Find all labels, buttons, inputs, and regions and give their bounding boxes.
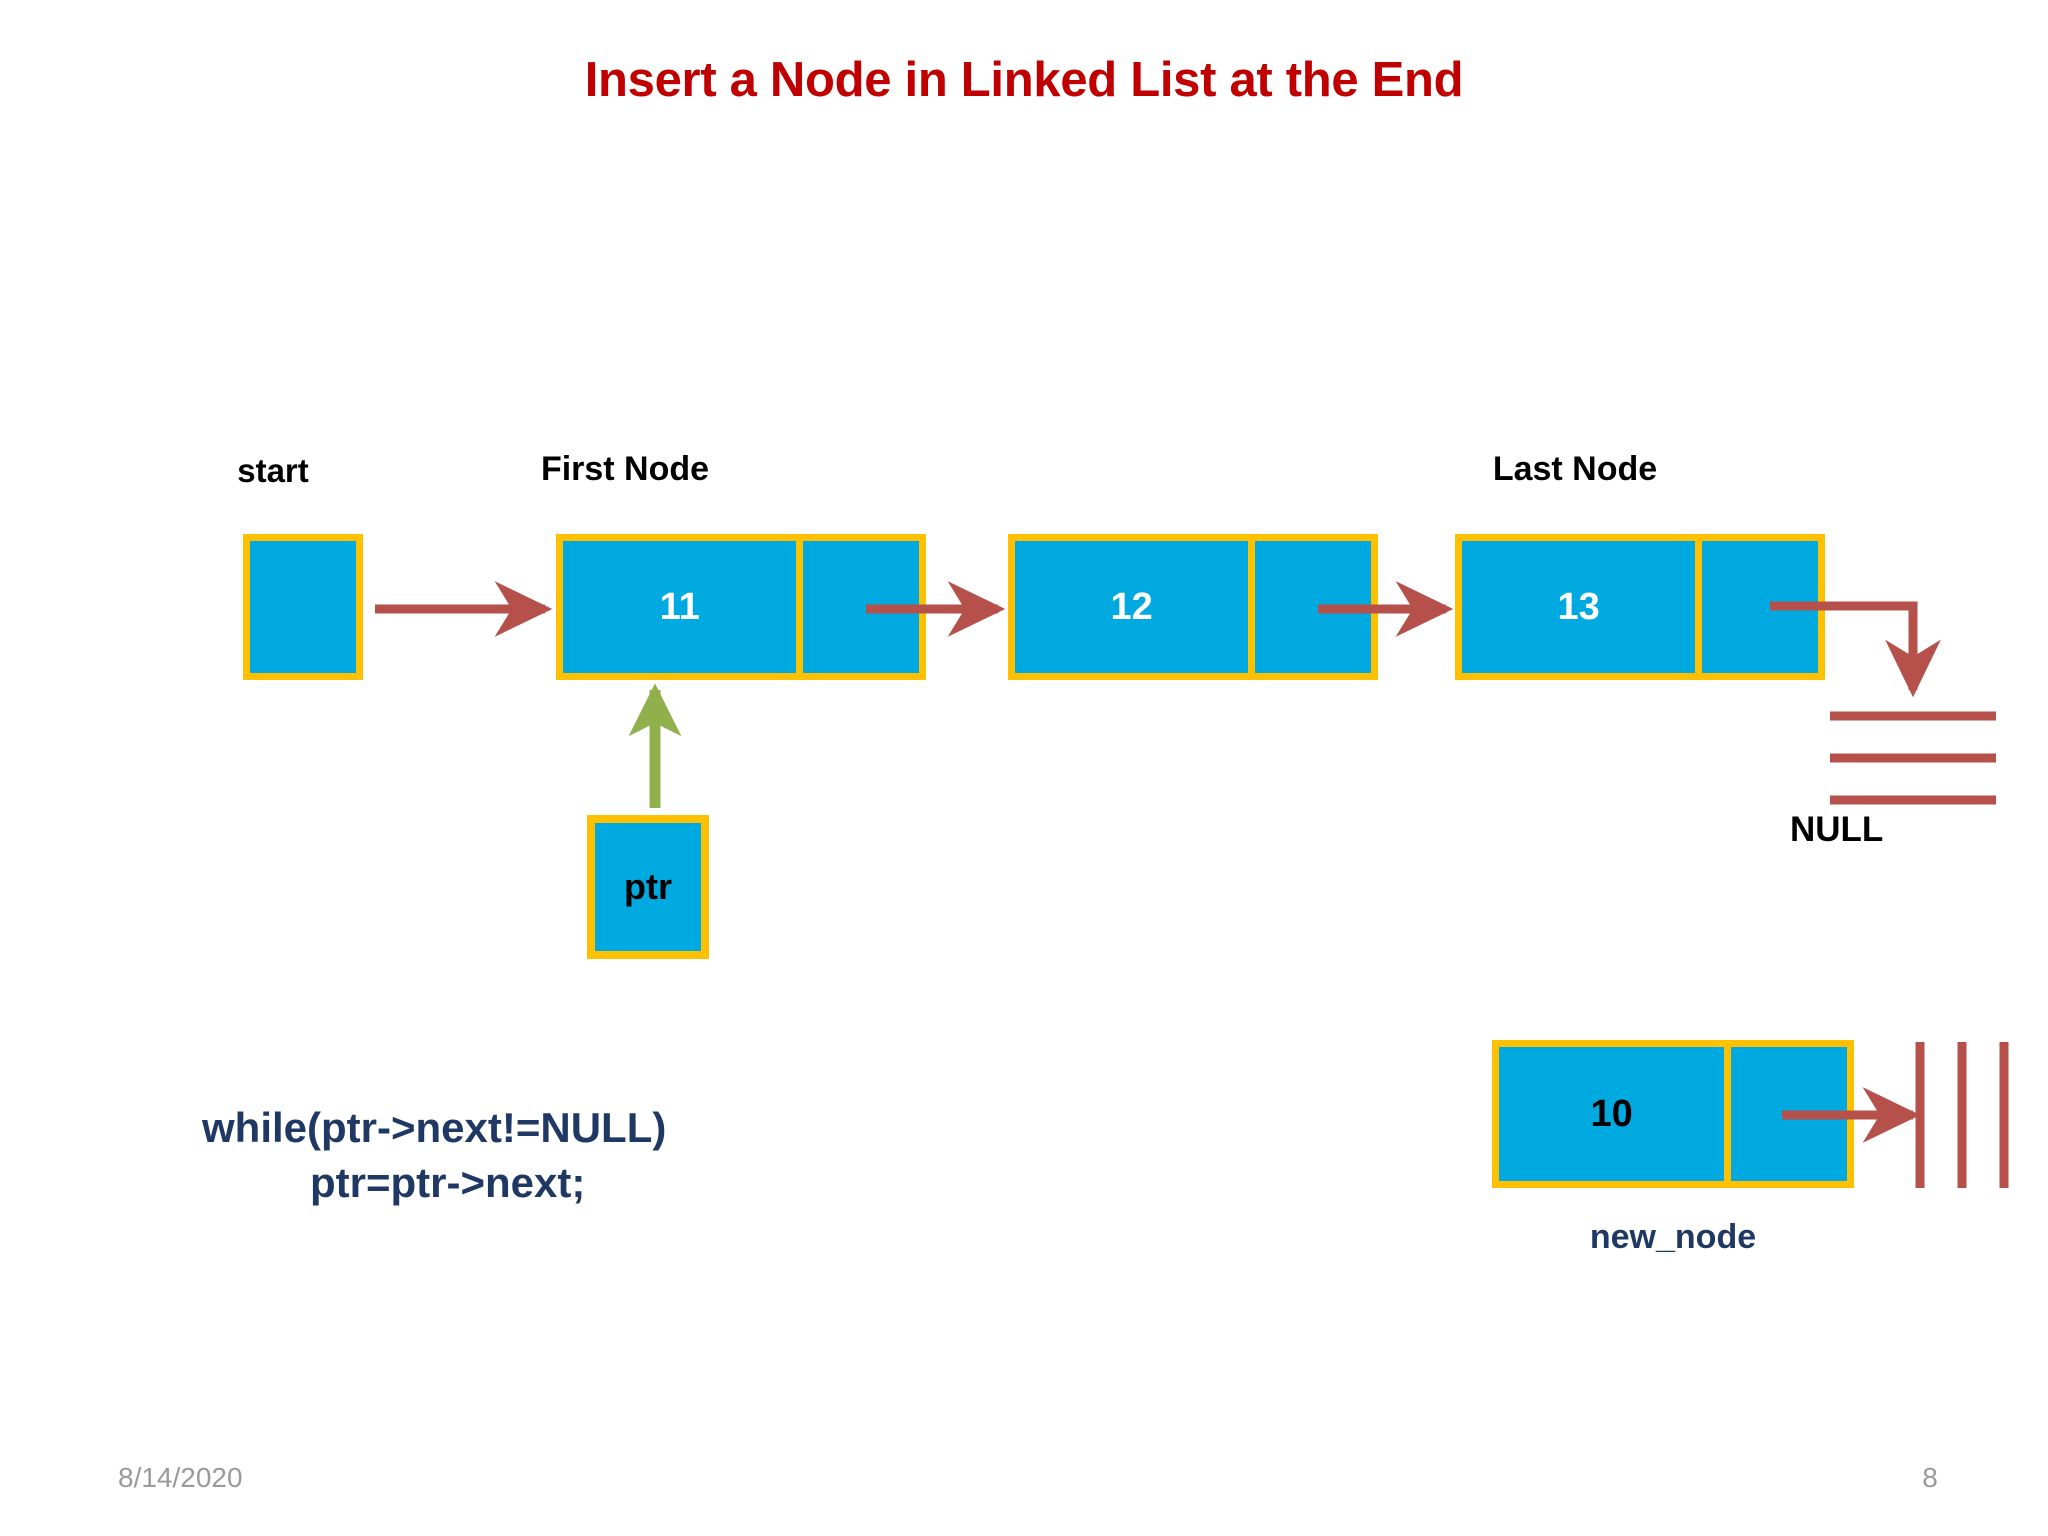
code-block: while(ptr->next!=NULL) ptr=ptr->next; <box>150 1100 870 1211</box>
new-node-box[interactable]: 10 <box>1492 1040 1854 1188</box>
footer-date: 8/14/2020 <box>118 1462 243 1493</box>
ptr-box-label: ptr <box>595 823 701 951</box>
label-start: start <box>237 452 309 489</box>
code-line-advance: ptr=ptr->next; <box>310 1159 586 1207</box>
node-data-cell: 13 <box>1462 541 1696 673</box>
label-new-node: new_node <box>1589 1218 1757 1256</box>
list-node-12[interactable]: 12 <box>1008 534 1378 680</box>
new-node-next-cell <box>1731 1047 1847 1181</box>
node-next-cell <box>1255 541 1371 673</box>
footer-page-number: 8 <box>1922 1462 1938 1493</box>
page-title: Insert a Node in Linked List at the End <box>584 53 1464 107</box>
node-next-cell <box>1702 541 1818 673</box>
label-last-node: Last Node <box>1492 450 1658 488</box>
new-node-data-cell: 10 <box>1499 1047 1725 1181</box>
list-node-13[interactable]: 13 <box>1455 534 1825 680</box>
label-first-node: First Node <box>540 450 710 488</box>
node-data-cell: 12 <box>1015 541 1249 673</box>
start-box-cell <box>250 541 356 673</box>
node-next-cell <box>803 541 919 673</box>
label-null: NULL <box>1790 810 1884 849</box>
start-pointer-box[interactable] <box>243 534 363 680</box>
code-line-while: while(ptr->next!=NULL) <box>202 1104 667 1151</box>
list-node-11[interactable]: 11 <box>556 534 926 680</box>
ptr-pointer-box[interactable]: ptr <box>587 815 709 959</box>
node-data-cell: 11 <box>563 541 797 673</box>
